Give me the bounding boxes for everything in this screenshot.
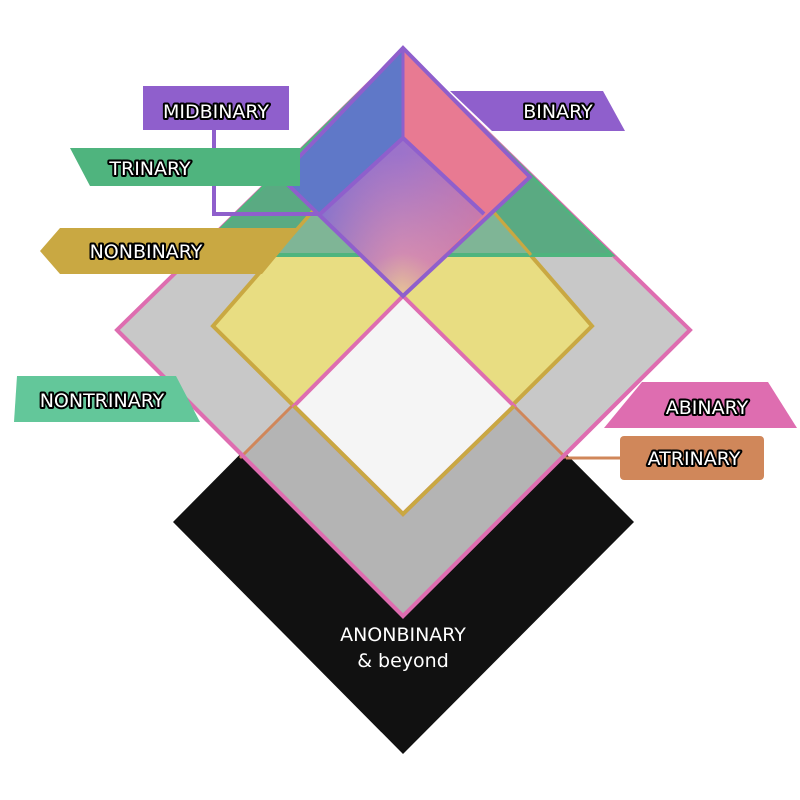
atrinary-line-right [512, 404, 568, 460]
midbinary-label: MIDBINARY [163, 101, 269, 123]
abinary-label-box [604, 382, 797, 428]
atrinary-label-box [620, 436, 764, 480]
center-border-bottom [292, 404, 516, 517]
nontrinary-label-box [14, 376, 200, 422]
atrinary-line-left [238, 404, 294, 460]
trinary-label-box [70, 148, 300, 186]
abinary-border [115, 328, 692, 619]
nontrinary-label: NONTRINARY [40, 390, 165, 412]
nonbinary-label-box [40, 228, 300, 274]
nonbinary-label: NONBINARY [90, 241, 203, 263]
abinary-label: ABINARY [666, 397, 749, 419]
anonbinary-sublabel: & beyond [357, 650, 449, 672]
binary-label-box [450, 91, 625, 131]
atrinary-label: ATRINARY [648, 448, 741, 470]
trinary-label: TRINARY [108, 158, 191, 180]
binary-label: BINARY [523, 101, 593, 123]
atrinary-region [242, 406, 564, 616]
midbinary-label-box [143, 86, 289, 130]
binary-border [277, 45, 533, 299]
midbinary-border [318, 135, 486, 216]
anonbinary-label: ANONBINARY [340, 624, 466, 646]
